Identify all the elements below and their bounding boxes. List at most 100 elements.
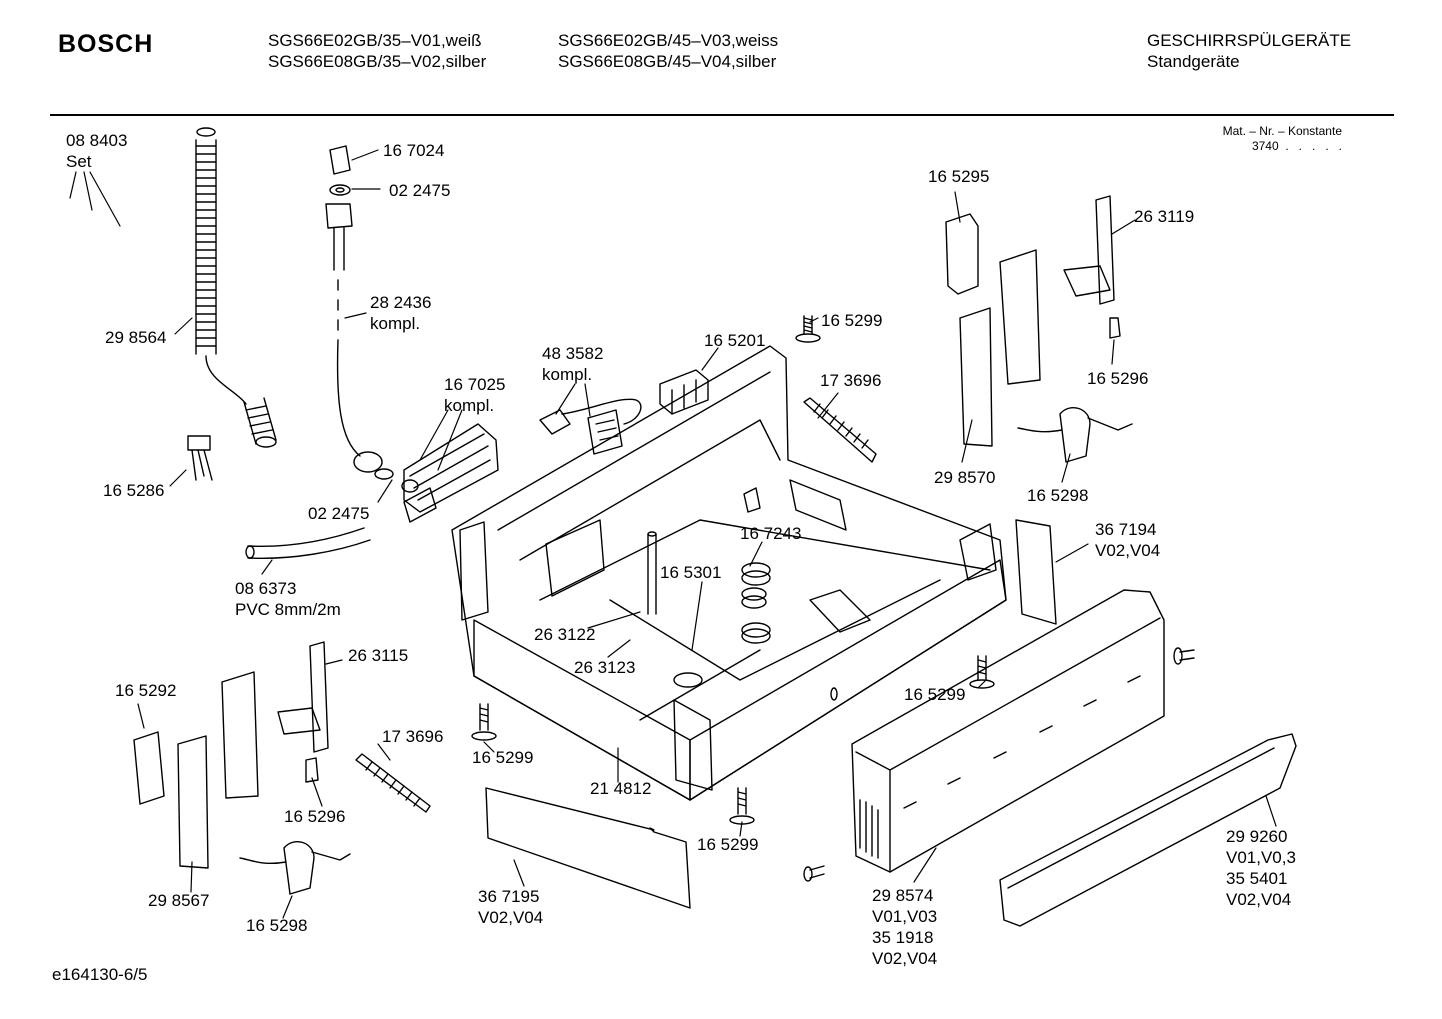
part-label: 16 5298 <box>246 915 307 936</box>
spring <box>803 397 877 463</box>
part-number: 16 5298 <box>1027 486 1089 505</box>
part-label: 16 7025 kompl. <box>444 374 505 416</box>
part-number: 35 5401 <box>1226 869 1288 888</box>
part-label: 29 8567 <box>148 890 209 911</box>
part-note: V02,V04 <box>872 949 938 968</box>
category-line: Standgeräte <box>1147 52 1240 71</box>
part-note: kompl. <box>370 314 421 333</box>
part-number: 28 2436 <box>370 293 432 312</box>
part-label: 26 3115 <box>348 645 408 666</box>
part-number: 08 6373 <box>235 579 297 598</box>
part-label: 36 7195 V02,V04 <box>478 886 543 928</box>
part-label: 16 5295 <box>928 166 989 187</box>
part-label: 02 2475 <box>389 180 450 201</box>
part-label: 16 5296 <box>284 806 345 827</box>
part-note: kompl. <box>542 365 593 384</box>
part-number: 26 3115 <box>348 646 409 665</box>
model-list-2: SGS66E02GB/45–V03,weiss SGS66E08GB/45–V0… <box>558 30 778 72</box>
part-label: 02 2475 <box>308 503 369 524</box>
part-label: 28 2436 kompl. <box>370 292 431 334</box>
part-note: PVC 8mm/2m <box>235 600 341 619</box>
part-label: 17 3696 <box>820 370 881 391</box>
part-note: V02,V04 <box>1226 890 1292 909</box>
part-number: 17 3696 <box>382 727 444 746</box>
part-label: 16 5299 <box>472 747 533 768</box>
part-label: 17 3696 <box>382 726 443 747</box>
part-label: 16 5301 <box>660 562 721 583</box>
screw <box>803 865 825 882</box>
part-number: 29 8567 <box>148 891 210 910</box>
part-number: 16 5299 <box>821 311 883 330</box>
part-number: 35 1918 <box>872 928 934 947</box>
part-note: kompl. <box>444 396 495 415</box>
part-number: 08 8403 <box>66 131 128 150</box>
part-number: 02 2475 <box>308 504 370 523</box>
kick-plate <box>485 787 691 909</box>
part-label: 16 5299 <box>697 834 758 855</box>
part-number: 16 5299 <box>904 685 966 704</box>
part-label: 16 5201 <box>704 330 765 351</box>
part-label: 08 8403 Set <box>66 130 127 172</box>
part-number: 26 3119 <box>1134 207 1195 226</box>
part-label: 26 3122 <box>534 624 595 645</box>
part-label: 16 5286 <box>103 480 164 501</box>
water-block-assembly <box>401 423 499 523</box>
front-plinth <box>851 589 1165 873</box>
part-number: 16 5299 <box>472 748 534 767</box>
part-number: 36 7194 <box>1095 520 1157 539</box>
part-number: 26 3123 <box>574 658 636 677</box>
spring <box>355 753 431 813</box>
part-label: 26 3123 <box>574 657 635 678</box>
model-line: SGS66E08GB/35–V02,silber <box>268 52 487 71</box>
screw <box>729 787 755 825</box>
screw <box>1173 647 1195 665</box>
part-number: 29 8564 <box>105 328 167 347</box>
part-number: 16 7024 <box>383 141 445 160</box>
part-number: 21 4812 <box>590 779 652 798</box>
drawing-id: e164130-6/5 <box>52 965 148 984</box>
leader-lines <box>69 149 1277 919</box>
screw <box>969 655 995 689</box>
cable-harness <box>539 398 642 455</box>
part-label: 26 3119 <box>1134 206 1194 227</box>
part-number: 36 7195 <box>478 887 540 906</box>
brand-logo: BOSCH <box>58 30 154 58</box>
model-line: SGS66E02GB/45–V03,weiss <box>558 31 779 50</box>
part-label: 16 5299 <box>821 310 882 331</box>
part-label: 36 7194 V02,V04 <box>1095 519 1160 561</box>
bracket-left <box>133 641 329 869</box>
part-label: 29 8574 V01,V03 35 1918 V02,V04 <box>872 885 937 969</box>
side-panel <box>1015 519 1057 625</box>
part-number: 48 3582 <box>542 344 604 363</box>
bracket-right <box>945 195 1121 447</box>
part-number: 29 8574 <box>872 886 934 905</box>
model-line: SGS66E08GB/45–V04,silber <box>558 52 777 71</box>
material-value: 3740 . . . . . <box>1251 139 1342 153</box>
part-number: 16 5201 <box>704 331 766 350</box>
part-label: 16 7024 <box>383 140 444 161</box>
part-number: 16 5298 <box>246 916 308 935</box>
material-info: Mat. – Nr. – Konstante 3740 . . . . . <box>1223 124 1342 154</box>
part-label: 48 3582 kompl. <box>542 343 603 385</box>
part-number: 16 5296 <box>284 807 346 826</box>
part-number: 16 7243 <box>740 524 802 543</box>
drain-hose <box>195 127 277 448</box>
part-label: 16 5292 <box>115 680 176 701</box>
part-note: V02,V04 <box>478 908 544 927</box>
part-number: 16 7025 <box>444 375 506 394</box>
part-label: 16 5296 <box>1087 368 1148 389</box>
part-note: V01,V03 <box>872 907 938 926</box>
part-number: 16 5292 <box>115 681 177 700</box>
header-divider <box>50 114 1394 116</box>
part-label: 16 7243 <box>740 523 801 544</box>
hose-clip <box>187 435 213 481</box>
part-number: 16 5296 <box>1087 369 1149 388</box>
part-label: 29 8564 <box>105 327 166 348</box>
part-label: 29 8570 <box>934 467 995 488</box>
part-number: 02 2475 <box>389 181 451 200</box>
category-line: GESCHIRRSPÜLGERÄTE <box>1147 31 1352 50</box>
screw <box>471 703 497 741</box>
motor-sensor <box>239 840 351 895</box>
part-number: 16 5286 <box>103 481 165 500</box>
